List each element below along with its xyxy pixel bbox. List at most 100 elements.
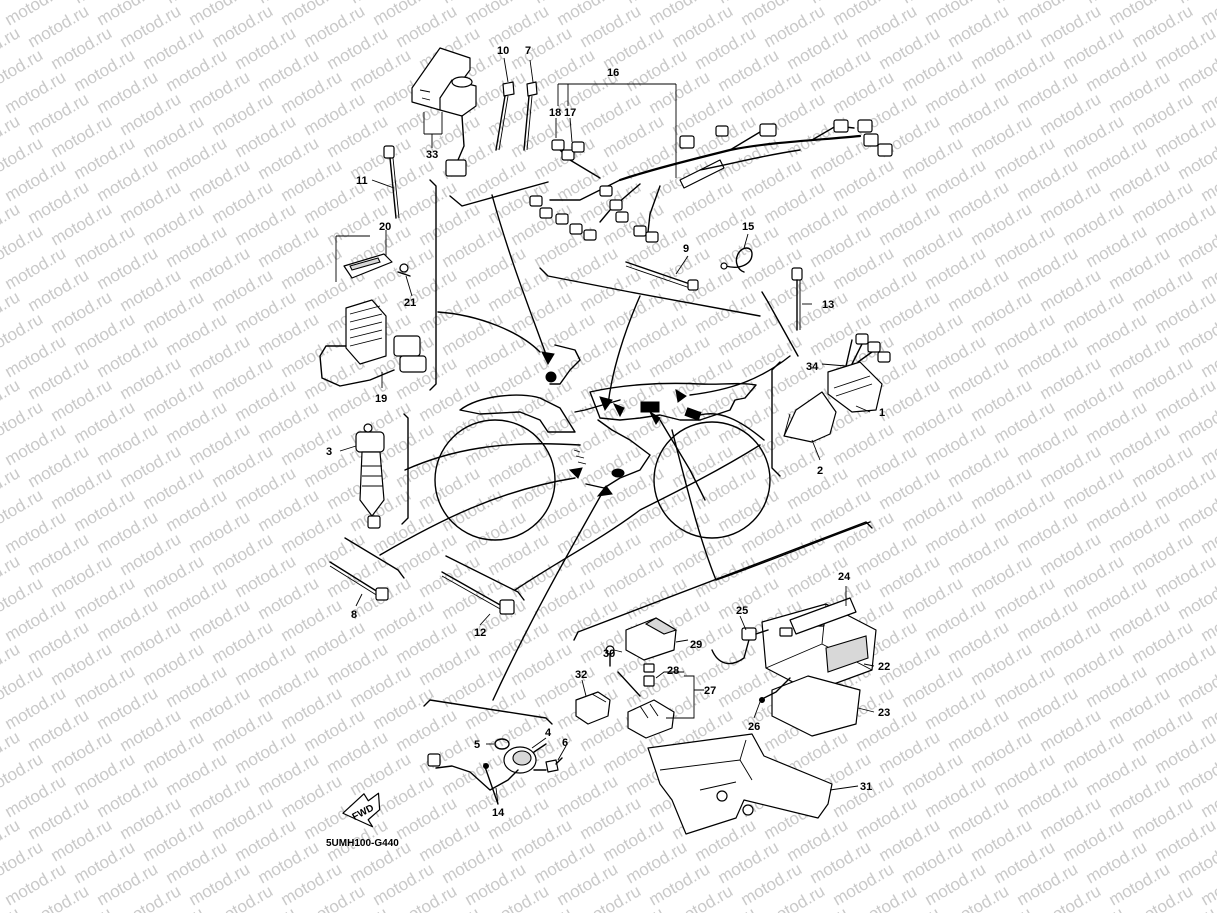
callout-24: 24 <box>838 571 851 583</box>
callout-34: 34 <box>806 361 819 373</box>
callout-21: 21 <box>404 297 416 309</box>
part-33-relay <box>411 47 477 177</box>
callout-9: 9 <box>683 243 689 255</box>
routing-lines <box>379 194 871 701</box>
handlebar <box>549 344 581 385</box>
bracket-battery <box>573 521 873 641</box>
part-31-battery-box <box>647 733 833 835</box>
part-14-lead <box>427 753 519 805</box>
part-27-starter-relay <box>617 671 675 739</box>
part-21-screw <box>397 263 411 277</box>
arrow-3 <box>568 467 583 479</box>
rear-wheel <box>653 421 771 539</box>
part-5-o-ring <box>494 738 510 750</box>
route-neutral <box>492 487 606 701</box>
callout-15: 15 <box>742 221 754 233</box>
part-1-2-rectifier <box>783 333 891 443</box>
part-4-neutral-switch <box>503 743 547 774</box>
fuel-tank-seat <box>589 382 757 421</box>
route-regulator <box>437 311 541 353</box>
callout-5: 5 <box>474 739 480 751</box>
part-20-plate <box>335 235 393 282</box>
callout-30: 30 <box>603 648 615 660</box>
callout-25: 25 <box>736 605 748 617</box>
front-fender <box>459 394 576 433</box>
bracket-13 <box>761 291 799 357</box>
part-19-regulator <box>319 299 427 387</box>
part-24-strap <box>789 597 857 635</box>
callout-17: 17 <box>564 107 576 119</box>
callout-3: 3 <box>326 446 332 458</box>
callout-8: 8 <box>351 609 357 621</box>
route-battery <box>671 429 717 581</box>
front-wheel <box>434 419 556 541</box>
callout-10: 10 <box>497 45 509 57</box>
motorcycle-outline <box>434 344 771 541</box>
part-3-ignition-coil <box>355 423 385 529</box>
bracket-12 <box>445 555 525 601</box>
callout-27: 27 <box>704 685 716 697</box>
callout-16: 16 <box>607 67 619 79</box>
arrow-7 <box>612 403 625 418</box>
part-6-screw <box>545 757 563 773</box>
callout-13: 13 <box>822 299 834 311</box>
part-25-cable <box>711 627 769 665</box>
callout-23: 23 <box>878 707 890 719</box>
engine-mark <box>611 468 625 478</box>
callout-12: 12 <box>474 627 486 639</box>
part-32-relay <box>575 691 611 725</box>
part-8-cable-tie <box>329 561 389 601</box>
fins <box>573 449 587 465</box>
route-rear <box>699 413 765 441</box>
route-top <box>491 194 549 361</box>
callout-7: 7 <box>525 45 531 57</box>
route-harness <box>607 295 641 406</box>
callout-6: 6 <box>562 737 568 749</box>
arrow-1 <box>541 351 555 366</box>
callout-28: 28 <box>667 665 679 677</box>
arrow-6 <box>648 410 661 425</box>
route-battery-b <box>715 521 871 581</box>
callout-19: 19 <box>375 393 387 405</box>
battery-box-mark <box>640 401 660 413</box>
part-23-pad <box>771 675 861 737</box>
swingarm <box>659 419 706 501</box>
callout-22: 22 <box>878 661 890 673</box>
bracket-neutral <box>423 699 553 725</box>
part-22-battery <box>761 603 877 693</box>
fwd-arrow-icon: FWD <box>342 792 381 828</box>
part-28-fuse <box>643 663 655 687</box>
callout-14: 14 <box>492 807 505 819</box>
diagram-code: 5UMH100-G440 <box>326 838 399 849</box>
callout-2: 2 <box>817 465 823 477</box>
arrow-2 <box>599 396 613 412</box>
arrow-4 <box>596 485 613 497</box>
part-16-wire-harness <box>529 119 893 243</box>
watermark-text: motod.ru <box>0 903 23 913</box>
part-10-tie <box>495 81 515 151</box>
part-15-wire-band <box>720 247 753 273</box>
bracket-8 <box>344 537 405 579</box>
leader-lines <box>339 57 875 805</box>
route-rectifier <box>689 355 791 396</box>
callout-1: 1 <box>879 407 885 419</box>
rear-mark <box>684 407 702 421</box>
callout-labels: 1 2 3 4 5 6 7 8 9 10 11 12 13 14 15 16 1… <box>326 45 890 819</box>
callout-18: 18 <box>549 107 561 119</box>
part-7-tie <box>523 81 538 151</box>
callout-4: 4 <box>545 727 552 739</box>
part-13-tie <box>791 267 803 331</box>
part-9-cable-tie <box>625 261 699 291</box>
callout-31: 31 <box>860 781 872 793</box>
callout-29: 29 <box>690 639 702 651</box>
group-brackets <box>344 179 873 725</box>
part-12-cable-tie <box>441 571 515 615</box>
part-26-cable <box>759 677 791 703</box>
callout-26: 26 <box>748 721 760 733</box>
bracket-1-2 <box>771 361 781 477</box>
callout-33: 33 <box>426 149 438 161</box>
bracket-left-top <box>429 179 437 391</box>
bracket-9-15 <box>539 267 761 317</box>
